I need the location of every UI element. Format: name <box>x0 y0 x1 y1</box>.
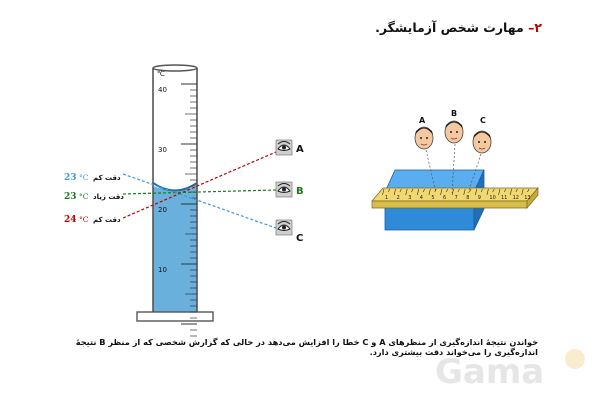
head-label-b: B <box>451 109 457 118</box>
ruler-tick <box>393 188 396 196</box>
reading-c-value: 23 <box>64 173 77 183</box>
ruler-tick <box>440 188 443 196</box>
eye-observer-c <box>275 219 293 236</box>
sight-line-c <box>122 173 277 229</box>
ruler-label: 3 <box>408 195 411 201</box>
reading-b-unit: °C <box>79 192 89 201</box>
observer-label-c: C <box>296 233 303 244</box>
reading-a: 24 °C دقت کم <box>64 215 121 225</box>
sight-lines <box>122 151 277 229</box>
ruler-end <box>526 187 539 209</box>
ruler-tick <box>399 188 402 193</box>
ruler-tick <box>527 188 530 193</box>
section-number: ۲– <box>528 20 542 35</box>
ruler-front <box>371 200 528 209</box>
eye-observer-a <box>275 139 293 156</box>
head-observer-c <box>472 130 492 154</box>
eye-observer-b <box>275 181 293 198</box>
ruler-tick <box>498 188 501 196</box>
ruler-label: 7 <box>455 195 458 201</box>
ruler-tick <box>382 188 385 196</box>
ruler-tick <box>451 188 454 196</box>
ruler-tick <box>480 188 483 193</box>
ruler-tick <box>469 188 472 193</box>
reading-a-note: دقت کم <box>93 216 121 224</box>
ruler-label: 8 <box>466 195 469 201</box>
water-column <box>153 186 197 315</box>
reading-b: 23 °C دقت زیاد <box>64 192 124 202</box>
ruler-tick <box>422 188 425 193</box>
observer-label-b: B <box>296 186 304 197</box>
ruler-tick <box>411 188 414 193</box>
explanation-caption: خواندن نتیجهٔ اندازه‌گیری از منظرهای A و… <box>75 337 538 358</box>
section-title-text: مهارت شخص آزمایشگر. <box>375 20 524 35</box>
scale-label-20: 20 <box>158 206 167 214</box>
sight-line-b <box>122 189 277 195</box>
ruler-label: 13 <box>524 195 530 201</box>
cylinder-unit-label: ℃ <box>157 70 165 78</box>
ruler-label: 12 <box>513 195 519 201</box>
ruler-tick <box>457 188 460 193</box>
head-observer-b <box>444 120 464 144</box>
ruler-ticks <box>382 188 530 196</box>
cylinder-scale-ticks <box>181 83 197 337</box>
ruler-tick <box>515 188 518 193</box>
reading-c-unit: °C <box>79 173 89 182</box>
ruler-tick <box>428 188 431 196</box>
ruler-tick <box>405 188 408 196</box>
meniscus <box>152 182 198 192</box>
ruler-tick <box>504 188 507 193</box>
reading-b-note: دقت زیاد <box>93 193 124 201</box>
ruler-tick <box>486 188 489 196</box>
reading-a-unit: °C <box>79 215 89 224</box>
ruler-label: 5 <box>431 195 434 201</box>
cylinder-rim <box>152 64 198 72</box>
head-observer-a <box>414 126 434 150</box>
scale-label-30: 30 <box>158 146 167 154</box>
scale-label-10: 10 <box>158 266 167 274</box>
ruler-tick <box>446 188 449 193</box>
ruler-tick <box>463 188 466 196</box>
observer-label-a: A <box>296 144 304 155</box>
ruler-label: 10 <box>489 195 495 201</box>
ruler-label: 4 <box>420 195 423 201</box>
ruler-label: 9 <box>478 195 481 201</box>
ruler-sight-lines <box>425 143 482 194</box>
ruler-tick <box>492 188 495 193</box>
reading-b-value: 23 <box>64 192 77 202</box>
ruler-tick <box>521 188 524 196</box>
ruler-label: 1 <box>385 195 388 201</box>
scale-label-40: 40 <box>158 86 167 94</box>
watermark-text: Gama <box>435 352 544 392</box>
ruler-tick <box>417 188 420 196</box>
ruler-label: 6 <box>443 195 446 201</box>
cylinder-base <box>136 311 214 322</box>
graduated-cylinder: ℃ 40 30 20 10 <box>136 64 214 337</box>
reading-c: 23 °C دقت کم <box>64 173 121 183</box>
reading-a-value: 24 <box>64 215 77 225</box>
head-label-a: A <box>419 116 426 125</box>
ruler-label: 2 <box>397 195 400 201</box>
head-label-c: C <box>480 116 486 125</box>
ruler-tick <box>509 188 512 196</box>
section-title: ۲– مهارت شخص آزمایشگر. <box>375 20 542 35</box>
gama-watermark-logo: Gama <box>435 349 585 392</box>
reading-c-note: دقت کم <box>93 174 121 182</box>
ruler-tick <box>475 188 478 196</box>
sight-line-a <box>122 151 277 219</box>
ruler-label: 11 <box>501 195 507 201</box>
ruler-tick <box>388 188 391 193</box>
